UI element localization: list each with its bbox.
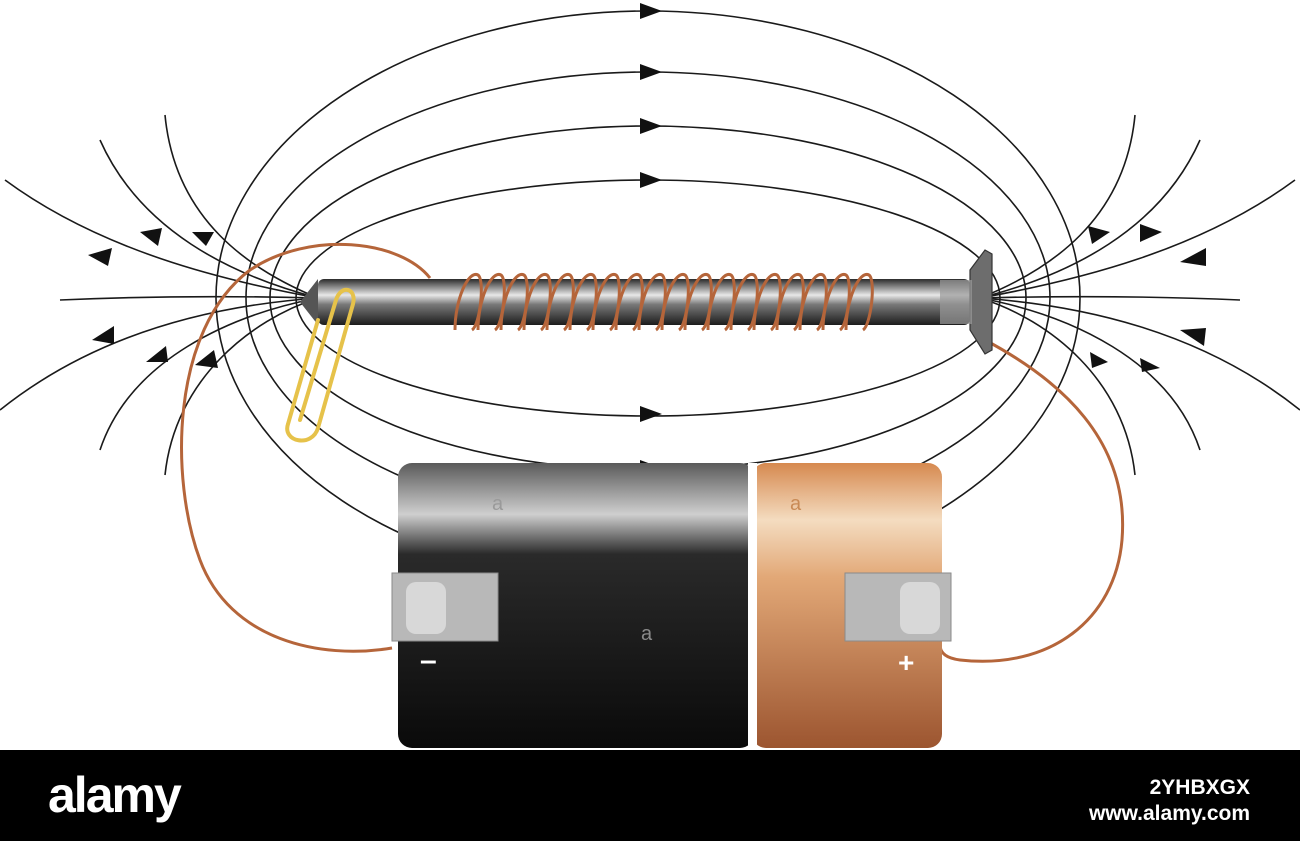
- wire-right: [938, 338, 1125, 663]
- image-code: 2YHBXGX: [1149, 776, 1250, 799]
- arrow-left-3: [192, 232, 214, 246]
- arrow-left-2: [140, 228, 162, 246]
- brand-logo: alamy: [48, 767, 182, 823]
- arrow-right-1: [1088, 226, 1110, 244]
- nail-icon: [300, 249, 993, 355]
- field-line-right-7: [979, 295, 1241, 301]
- electromagnet-diagram: – + a a a: [0, 3, 1300, 748]
- field-line-right-4: [979, 297, 1300, 411]
- field-line-left-1: [4, 179, 319, 299]
- battery-body-negative: [398, 463, 754, 748]
- arrow-top-3: [640, 118, 662, 134]
- field-line-left-2: [99, 139, 319, 299]
- field-line-left-7: [59, 295, 319, 301]
- arrow-right-5: [1140, 358, 1160, 372]
- coil-winding: [453, 273, 874, 332]
- field-line-left-3: [164, 114, 319, 299]
- field-line-left-4: [0, 297, 319, 411]
- arrow-left-1: [88, 248, 112, 266]
- battery-icon: – + a a a: [391, 463, 952, 748]
- negative-terminal-label: –: [420, 644, 437, 677]
- field-line-left-6: [164, 297, 319, 476]
- positive-terminal-label: +: [898, 647, 914, 678]
- arrow-right-4: [1180, 328, 1206, 346]
- paperclip-icon: [285, 288, 356, 443]
- arrow-bottom-1: [640, 406, 662, 422]
- battery-mark-left: a: [492, 493, 504, 515]
- arrow-left-6: [195, 350, 218, 368]
- arrow-top-1: [640, 3, 662, 19]
- battery-mark-center: a: [641, 623, 653, 645]
- field-line-right-3: [979, 114, 1136, 299]
- field-line-right-1: [979, 179, 1296, 299]
- site-url: www.alamy.com: [1088, 802, 1250, 825]
- field-line-right-2: [979, 139, 1201, 299]
- wire-left: [180, 242, 432, 653]
- arrow-left-4: [92, 326, 114, 344]
- arrow-top-4: [640, 172, 662, 188]
- battery-mark-right: a: [790, 493, 802, 515]
- field-line-right-6: [979, 297, 1136, 476]
- field-fan-left: [0, 114, 319, 476]
- watermark-footer: alamy 2YHBXGX www.alamy.com: [0, 750, 1300, 841]
- arrow-right-3: [1180, 248, 1206, 266]
- arrow-right-6: [1090, 352, 1108, 368]
- arrow-left-5: [146, 346, 168, 362]
- field-line-left-5: [99, 297, 319, 451]
- arrow-right-2: [1140, 224, 1162, 242]
- field-line-right-5: [979, 297, 1201, 451]
- arrow-top-2: [640, 64, 662, 80]
- field-fan-right: [979, 114, 1300, 476]
- wires: [180, 242, 1125, 663]
